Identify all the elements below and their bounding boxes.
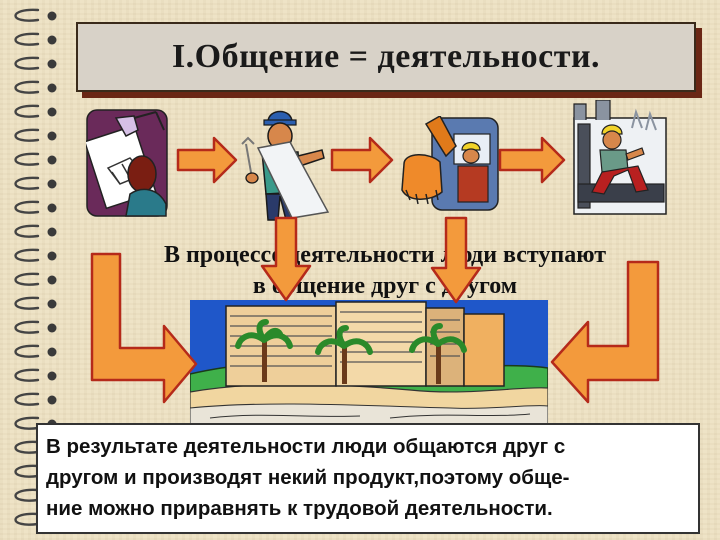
excavator-icon <box>401 116 499 211</box>
conclusion-line-2: другом и производят некий продукт,поэтом… <box>46 466 570 489</box>
palm-trees <box>235 319 467 384</box>
slide-title: I.Общение = деятельности. <box>171 38 601 75</box>
title-box: I.Общение = деятельности. <box>76 22 696 92</box>
notebook-spiral <box>14 8 57 526</box>
arrow-right-2 <box>330 136 394 184</box>
engineer-icon <box>241 110 330 221</box>
builder-icon <box>573 100 667 215</box>
conclusion-line-1: В результате деятельности люди общаются … <box>46 435 566 458</box>
arrow-right-3 <box>498 136 566 184</box>
arrow-right-1 <box>176 136 238 184</box>
conclusion-line-3: ние можно приравнять к трудовой деятельн… <box>46 497 553 520</box>
process-caption: В процессе деятельности люди вступают в … <box>60 240 710 302</box>
caption-line-1: В процессе деятельности люди вступают <box>163 242 607 268</box>
conclusion-box: В результате деятельности люди общаются … <box>36 423 700 534</box>
caption-line-2: в общение друг с другом <box>252 273 518 299</box>
architect-icon <box>86 109 168 217</box>
building-icon <box>190 300 548 428</box>
